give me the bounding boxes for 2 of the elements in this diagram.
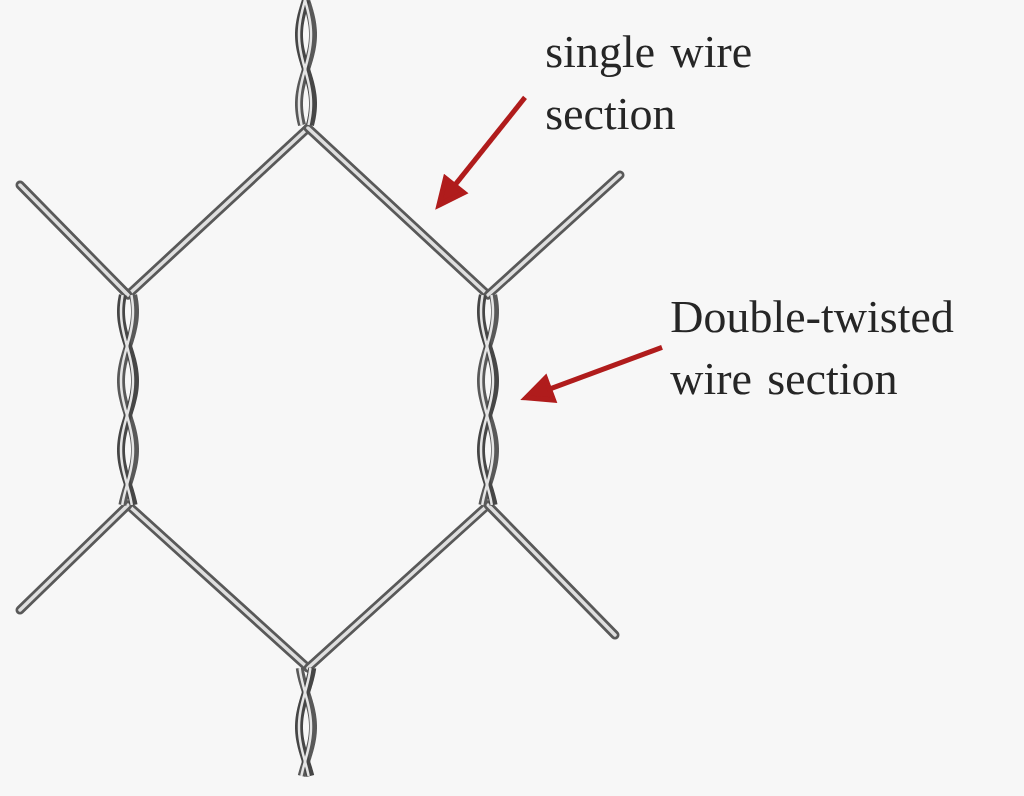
callout-text: Double-twisted wire section xyxy=(670,300,954,395)
callout-text: single wire section xyxy=(547,35,751,130)
